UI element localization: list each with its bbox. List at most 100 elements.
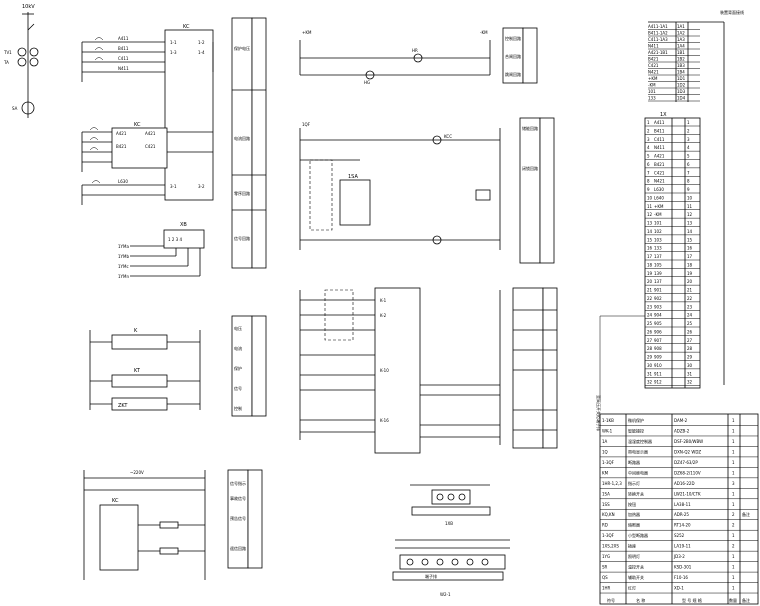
- parts-cell: 1: [732, 554, 735, 559]
- svg-text:~220V: ~220V: [130, 470, 144, 475]
- parts-cell: 1YG: [602, 554, 610, 559]
- parts-cell: ADZB-2: [674, 428, 690, 433]
- bus-label: 10kV: [22, 4, 35, 10]
- terminal-cell: L640: [654, 195, 664, 200]
- parts-cell: 备注: [742, 511, 750, 517]
- parts-header-0: 符号: [607, 597, 615, 603]
- svg-text:K-16: K-16: [380, 418, 389, 423]
- side-column-2: 控制回路 合闸回路 跳闸回路: [502, 27, 538, 84]
- parts-cell: 1Q: [602, 449, 608, 454]
- parts-cell: 1: [732, 460, 735, 465]
- center-label-0: +KM: [302, 30, 312, 35]
- parts-cell: 2: [732, 512, 735, 517]
- parts-cell: DSF-2B0/WBW: [674, 439, 703, 444]
- parts-cell: 辅助开关: [628, 574, 644, 580]
- terminal-cell: 25: [687, 321, 693, 326]
- terminal-cell: 5: [647, 154, 650, 159]
- parts-cell: RD: [602, 523, 608, 528]
- relay-kt-label: KT: [134, 368, 141, 374]
- col3-item-3: 遥信回路: [230, 545, 246, 551]
- parts-cell: 智能操控: [628, 427, 644, 433]
- top-table-cell: 133: [648, 96, 656, 101]
- bottom-caption-1: 1XB: [445, 521, 453, 526]
- terminal-cell: 22: [647, 296, 653, 301]
- terminal-cell: +KM: [654, 204, 664, 209]
- top-table-cell: 1D3: [677, 89, 686, 94]
- parts-cell: XD-1: [674, 586, 684, 591]
- terminal-cell: 4: [687, 145, 690, 150]
- parts-cell: 1: [732, 428, 735, 433]
- terminal-cell: 102: [654, 229, 662, 234]
- terminal-cell: 139: [654, 271, 662, 276]
- terminal-cell: 8: [647, 179, 650, 184]
- terminal-cell: 908: [654, 346, 662, 351]
- center-label-4: HG: [364, 80, 370, 85]
- col4-item-3: 信号: [234, 385, 242, 391]
- parts-cell: 断路器: [628, 459, 640, 465]
- top-table-cell: 1B4: [677, 70, 685, 75]
- top-table-cell: N411: [648, 44, 659, 49]
- parts-cell: 1SA: [602, 491, 610, 496]
- parts-cell: 转换开关: [628, 490, 644, 496]
- terminal-cell: L630: [654, 187, 664, 192]
- svg-text:K-10: K-10: [380, 368, 389, 373]
- svg-text:1-4: 1-4: [198, 50, 205, 55]
- top-table-cell: A411-1A1: [648, 24, 668, 29]
- terminal-cell: 12: [647, 212, 653, 217]
- xb-label: XB: [180, 222, 187, 228]
- parts-cell: 2: [732, 523, 735, 528]
- terminal-cell: 29: [647, 355, 653, 360]
- terminal-cell: 23: [647, 304, 653, 309]
- center-label-5: 1QF: [302, 122, 311, 127]
- terminal-cell: 32: [687, 380, 693, 385]
- svg-text:1YMc: 1YMc: [118, 264, 129, 269]
- parts-cell: 2: [732, 544, 735, 549]
- parts-cell: KQ,KN: [602, 512, 615, 517]
- prot-top-label: KC: [183, 24, 190, 30]
- parts-cell: 带电显示器: [628, 448, 648, 454]
- parts-cell: SR: [602, 565, 608, 570]
- terminal-cell: 15: [687, 237, 693, 242]
- col1-item-2: 零序回路: [234, 190, 250, 196]
- col4-item-4: 控制: [234, 405, 242, 411]
- svg-text:C411: C411: [118, 56, 129, 61]
- parts-cell: LA38-11: [674, 502, 691, 507]
- parts-cell: 1: [732, 533, 735, 538]
- col3-item-1: 事故信号: [230, 495, 246, 501]
- svg-text:1-1: 1-1: [170, 40, 177, 45]
- terminal-cell: 13: [647, 221, 653, 226]
- parts-cell: S252: [674, 533, 685, 538]
- terminal-cell: 31: [687, 371, 693, 376]
- terminal-cell: 30: [687, 363, 693, 368]
- parts-cell: AD16-22D: [674, 481, 695, 486]
- terminal-cell: 905: [654, 321, 662, 326]
- col1-item-3: 信号回路: [234, 235, 250, 241]
- terminal-cell: 105: [654, 262, 662, 267]
- top-table-cell: 1D1: [677, 76, 686, 81]
- parts-cell: 按钮: [628, 501, 636, 507]
- terminal-strip-top: 1XB: [410, 484, 491, 526]
- sa-label: SA: [12, 106, 18, 111]
- tv-label: TV1: [3, 50, 12, 55]
- svg-text:1-2: 1-2: [198, 40, 205, 45]
- svg-text:L630: L630: [118, 179, 128, 184]
- side-column-1: 保护电压 电流回路 零序回路 信号回路: [231, 17, 267, 269]
- svg-text:A411: A411: [118, 36, 129, 41]
- parts-cell: 1SS: [602, 502, 610, 507]
- switch-block-label: 1SA: [348, 174, 358, 180]
- parts-cell: RT14-20: [674, 523, 691, 528]
- top-table-cell: C421: [648, 63, 659, 68]
- terminal-cell: C421: [654, 170, 665, 175]
- side-column-6: [512, 287, 558, 449]
- prot-lower-label: KC: [112, 498, 119, 504]
- parts-header-1: 名 称: [636, 597, 645, 603]
- parts-header-3: 数量: [729, 597, 737, 603]
- heater-circuit: KC ~220V: [83, 470, 206, 580]
- terminal-cell: A421: [654, 154, 665, 159]
- terminal-cell: 907: [654, 338, 662, 343]
- right-vertical-note: 至高压开关柜端子排: [596, 395, 602, 431]
- parts-cell: 1: [732, 502, 735, 507]
- parts-cell: WK-1: [602, 428, 613, 433]
- terminal-cell: 16: [687, 246, 693, 251]
- parts-cell: 照明灯: [628, 553, 640, 559]
